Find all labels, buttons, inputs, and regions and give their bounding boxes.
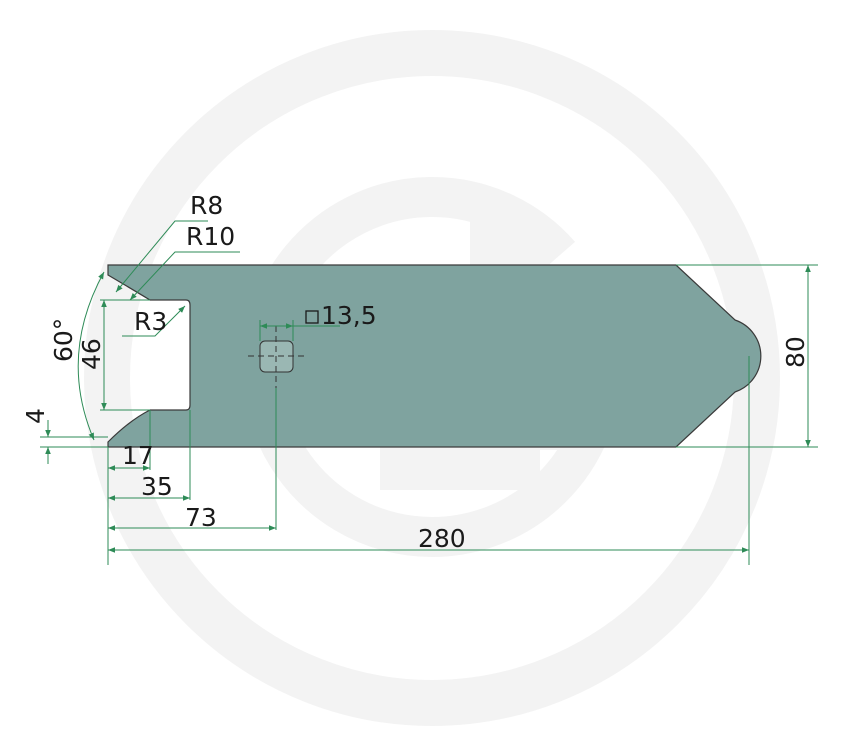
label-offset: 4 (21, 408, 50, 424)
dimension-lines (45, 220, 811, 553)
blade-part-body (107, 264, 762, 448)
square-symbol-icon (305, 310, 319, 324)
label-d2: 35 (141, 472, 173, 501)
extension-lines (40, 264, 818, 565)
label-hole-size: 13,5 (321, 301, 377, 330)
label-length: 280 (418, 524, 466, 553)
label-angle: 60° (49, 318, 78, 362)
label-r10: R10 (186, 222, 235, 251)
label-r3: R3 (134, 307, 167, 336)
label-notch-height: 46 (77, 338, 106, 370)
label-d3: 73 (185, 503, 217, 532)
label-d1: 17 (122, 441, 154, 470)
label-height: 80 (781, 336, 810, 368)
label-r8: R8 (190, 191, 223, 220)
